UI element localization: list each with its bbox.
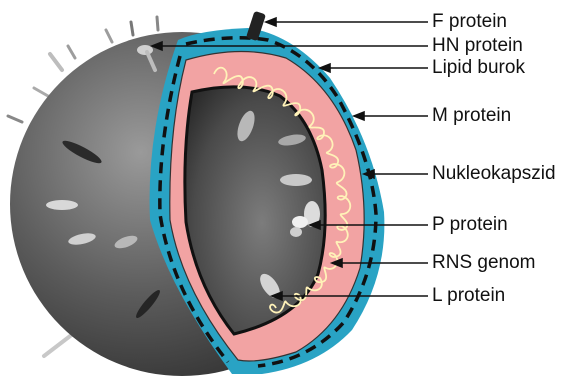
label-rns-genom: RNS genom — [432, 252, 536, 274]
label-hn-protein: HN protein — [432, 35, 523, 57]
label-l-protein: L protein — [432, 285, 505, 307]
label-f-protein: F protein — [432, 11, 507, 33]
label-nukleokapszid: Nukleokapszid — [432, 163, 556, 185]
label-lipid-burok: Lipid burok — [432, 57, 525, 79]
label-p-protein: P protein — [432, 214, 508, 236]
label-m-protein: M protein — [432, 105, 511, 127]
